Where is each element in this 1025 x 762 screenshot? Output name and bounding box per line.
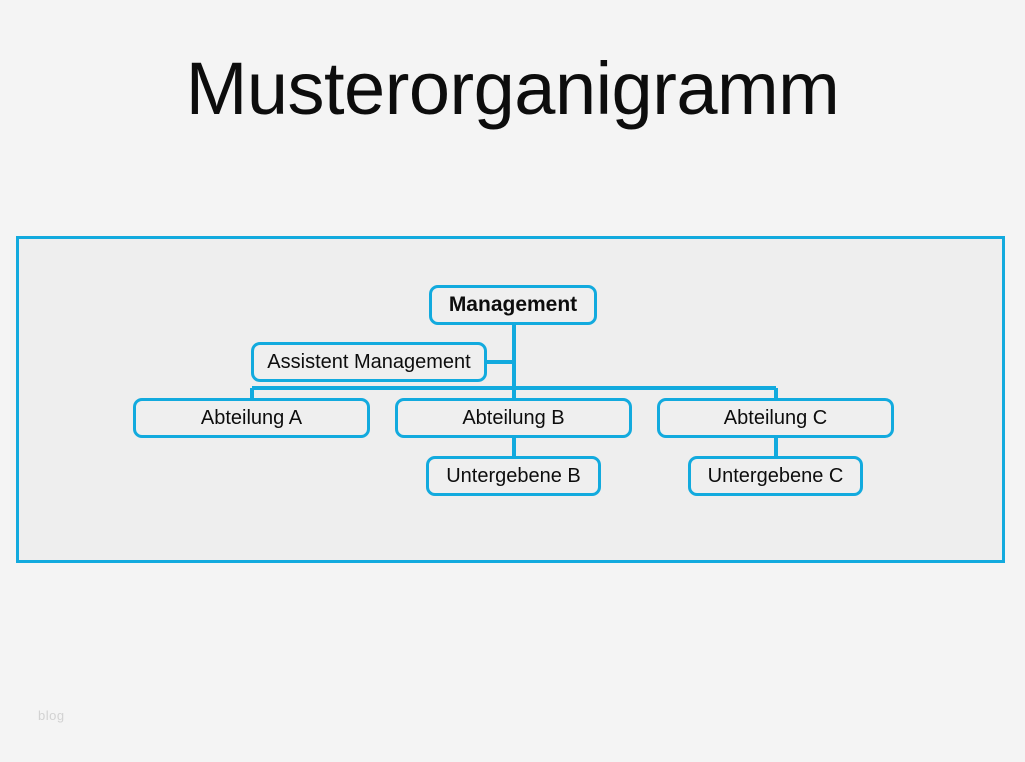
watermark-label: blog — [38, 708, 65, 723]
node-untergebene-b[interactable]: Untergebene B — [426, 456, 601, 496]
node-untergebene-c[interactable]: Untergebene C — [688, 456, 863, 496]
node-abteilung-c[interactable]: Abteilung C — [657, 398, 894, 438]
node-abteilung-a[interactable]: Abteilung A — [133, 398, 370, 438]
node-assistent-management[interactable]: Assistent Management — [251, 342, 487, 382]
page-title: Musterorganigramm — [185, 47, 840, 130]
node-abteilung-b[interactable]: Abteilung B — [395, 398, 632, 438]
node-management[interactable]: Management — [429, 285, 597, 325]
